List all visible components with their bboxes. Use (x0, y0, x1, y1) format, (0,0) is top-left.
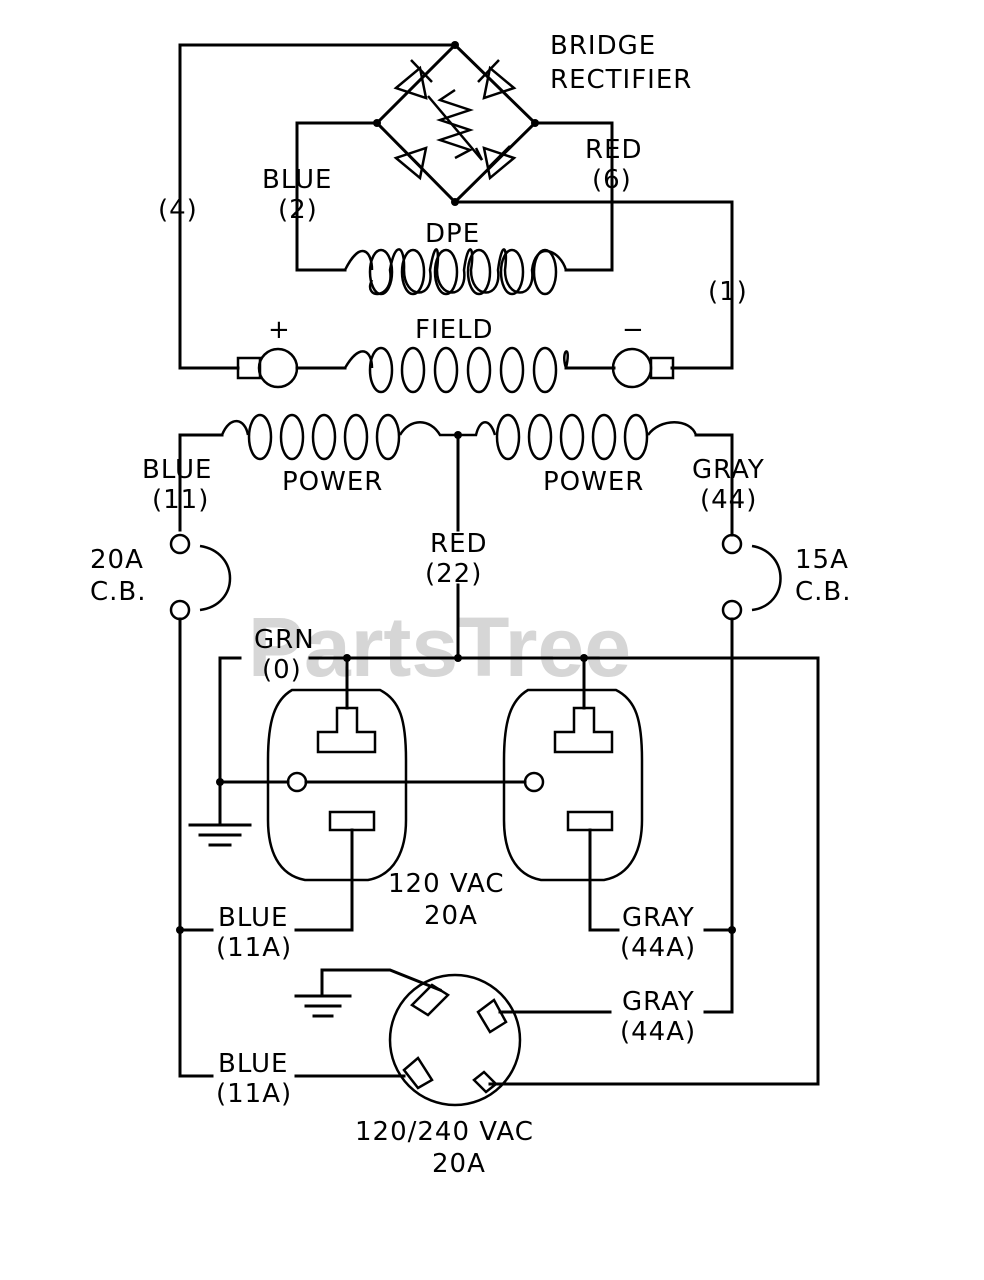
wire-4 (178, 43, 457, 370)
label-field: FIELD (415, 315, 494, 345)
ground-symbol-2 (294, 994, 352, 1018)
label-blue-11-b: (11) (152, 485, 209, 515)
label-gray-44a-2-b: (44A) (620, 1017, 696, 1047)
label-cb15-b: C.B. (795, 577, 852, 607)
label-blue-11a-1-b: (11A) (216, 933, 292, 963)
label-blue-2-b: (2) (278, 195, 318, 225)
label-blue-11a-2-a: BLUE (218, 1049, 289, 1079)
ground-symbol-1 (188, 823, 252, 847)
label-gray-44-a: GRAY (692, 455, 765, 485)
label-240vac-b: 20A (432, 1149, 486, 1179)
label-gray-44-b: (44) (700, 485, 757, 515)
label-blue-11a-1-a: BLUE (218, 903, 289, 933)
label-power-right: POWER (543, 467, 644, 497)
label-blue-2-a: BLUE (262, 165, 333, 195)
twist-lock-receptacle (178, 968, 820, 1107)
label-dpe: DPE (425, 219, 480, 249)
label-plus: + (268, 315, 291, 345)
label-bridge-2: RECTIFIER (550, 65, 692, 95)
label-gray-44a-1-a: GRAY (622, 903, 695, 933)
label-cb20-a: 20A (90, 545, 144, 575)
label-minus: − (622, 315, 645, 345)
wire-red-6 (533, 121, 614, 272)
label-wire-1: (1) (708, 277, 748, 307)
wire-1 (453, 200, 734, 370)
label-120vac-a: 120 VAC (388, 869, 505, 899)
dpe-coil-loops (368, 248, 558, 296)
wire-blue-2 (295, 121, 379, 272)
receptacle-left (266, 656, 408, 932)
circuit-breaker-20a (169, 508, 232, 1078)
label-red-22-a: RED (430, 529, 488, 559)
label-gray-44a-2-a: GRAY (622, 987, 695, 1017)
label-240vac-a: 120/240 VAC (355, 1117, 534, 1147)
label-red-22-b: (22) (425, 559, 482, 589)
bridge-rectifier (373, 41, 539, 206)
label-red-6-a: RED (585, 135, 643, 165)
label-blue-11a-2-b: (11A) (216, 1079, 292, 1109)
label-cb15-a: 15A (795, 545, 849, 575)
label-bridge-1: BRIDGE (550, 31, 656, 61)
label-120vac-b: 20A (424, 901, 478, 931)
label-gray-44a-1-b: (44A) (620, 933, 696, 963)
watermark: PartsTree (248, 600, 631, 694)
label-blue-11-a: BLUE (142, 455, 213, 485)
label-power-left: POWER (282, 467, 383, 497)
label-grn-a: GRN (254, 625, 315, 655)
label-red-6-b: (6) (592, 165, 632, 195)
label-grn-b: (0) (262, 655, 302, 685)
labels: BRIDGE RECTIFIER BLUE (2) RED (6) (4) (1… (90, 31, 852, 1179)
receptacle-right (502, 656, 644, 932)
label-wire-4: (4) (158, 195, 198, 225)
field-coil (236, 346, 675, 394)
power-windings (178, 413, 734, 660)
circuit-breaker-15a (721, 508, 782, 1014)
label-cb20-b: C.B. (90, 577, 147, 607)
neutral-bus (216, 654, 820, 1086)
